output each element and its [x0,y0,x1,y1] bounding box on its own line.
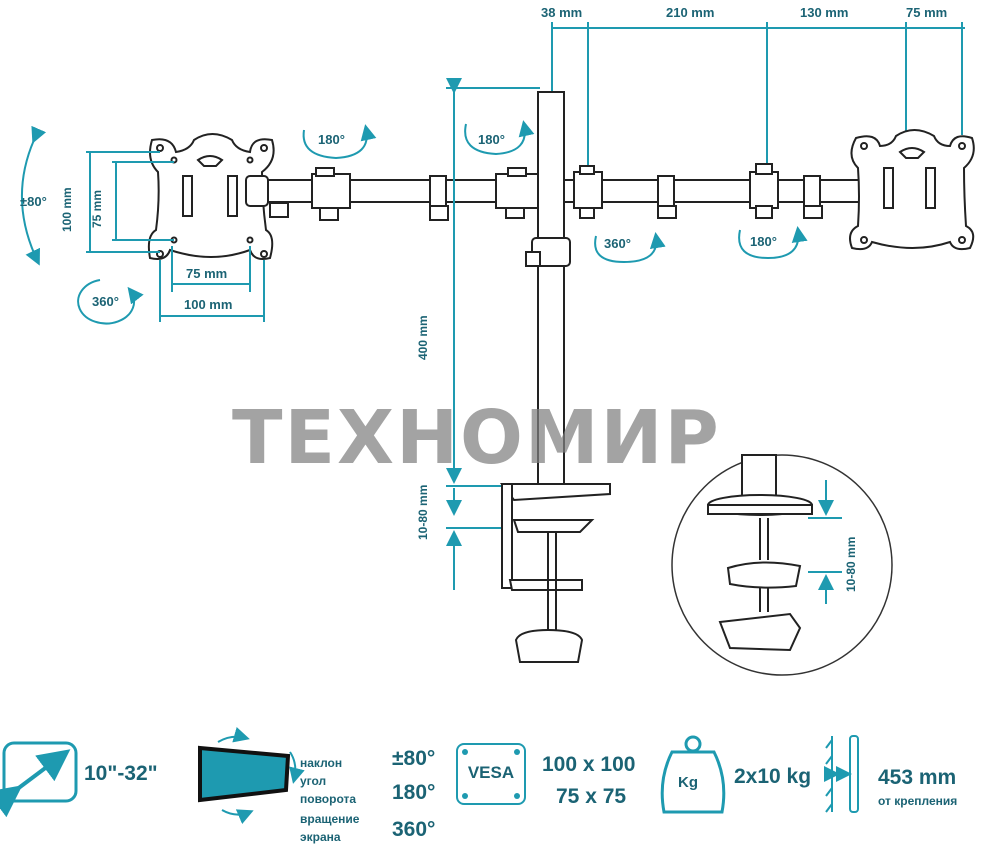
vesa-width-100: 100 mm [184,297,233,312]
screen-tilt-icon [198,727,305,825]
turn-value: 180° [392,781,436,804]
right-vesa-plate [849,129,975,251]
vesa-100: 100 x 100 [542,753,636,776]
rotation-arrows [302,120,808,264]
vesa-badge: VESA [456,743,526,805]
left-vesa-plate [147,133,275,260]
turn-text: поворота [300,792,357,806]
tilt-left-label: ±80° [20,194,47,209]
pole [525,91,571,493]
spec-icons [0,727,859,825]
rotation-value: 360° [392,818,436,841]
clamp-detail-range-label: 10-80 mm [844,536,858,592]
wall-distance-icon [824,735,859,813]
clamp-detail [671,454,893,676]
swivel-left-arm-label: 180° [318,132,345,147]
clamp-range-label: 10-80 mm [416,484,430,540]
left-plate-dimensions [21,125,265,325]
dim-210mm: 210 mm [666,5,715,20]
dim-38mm: 38 mm [541,5,583,20]
vesa-75: 75 x 75 [556,785,627,808]
weight-icon [660,735,726,814]
reach-label: от крепления [878,794,958,808]
swivel-center-label: 180° [478,132,505,147]
tilt-text: наклон [300,756,343,770]
reach-value: 453 mm [878,766,957,789]
vesa-badge-label: VESA [467,763,515,782]
brand-watermark: ТЕХНОМИР [232,395,721,481]
vesa-width-75: 75 mm [186,266,228,281]
top-dimension-lines [551,22,965,170]
vesa-height-100: 100 mm [60,187,74,232]
screen-size: 10"-32" [84,762,158,785]
rotation-text-2: экрана [300,830,341,844]
weight-icon-label: Kg [678,774,698,791]
arm-assembly [245,163,873,221]
desk-clamp [500,483,611,663]
pole-height-dimension [446,78,540,590]
pole-height-label: 400 mm [416,315,430,360]
angle-text: угол [300,774,327,788]
tilt-value: ±80° [392,747,436,770]
dim-130mm: 130 mm [800,5,849,20]
dim-75mm: 75 mm [906,5,948,20]
vesa-height-75: 75 mm [90,189,104,228]
swivel-right-arm-label: 180° [750,234,777,249]
swivel-pole-label: 360° [604,236,631,251]
load-capacity: 2x10 kg [734,765,812,788]
rotate-left-panel-label: 360° [92,294,119,309]
rotation-text-1: вращение [300,812,360,826]
